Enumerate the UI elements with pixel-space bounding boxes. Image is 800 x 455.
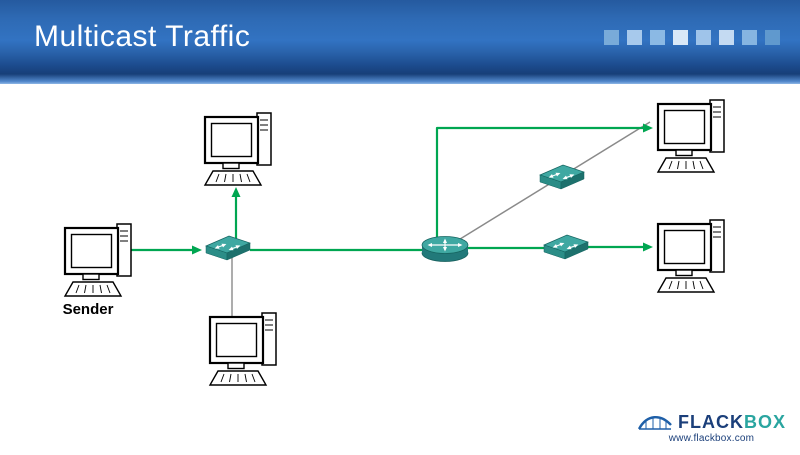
website-text: www.flackbox.com [668, 433, 755, 444]
left-switch-icon [206, 236, 250, 260]
decor-square [673, 30, 688, 45]
network-diagram: Sender [63, 98, 726, 387]
decor-square [604, 30, 619, 45]
diagram-area: Sender FLACKBOX www.flackbox.com [0, 84, 800, 450]
top-receiver-computer-icon [203, 111, 273, 187]
page-title: Multicast Traffic [34, 20, 251, 53]
brand-box: BOX [743, 412, 786, 432]
midright-receiver-computer-icon [656, 218, 726, 294]
brand-flack: FLACK [677, 412, 744, 432]
sender-label: Sender [63, 301, 114, 318]
topright-receiver-computer-icon [656, 98, 726, 174]
header-banner: Multicast Traffic [0, 0, 800, 84]
decor-square [719, 30, 734, 45]
router-icon [422, 237, 468, 262]
decor-square [696, 30, 711, 45]
flackbox-logo-row: FLACKBOX [637, 412, 786, 432]
flackbox-logo: FLACKBOX www.flackbox.com [637, 412, 786, 444]
brand-text: FLACKBOX [678, 413, 786, 431]
decor-square [765, 30, 780, 45]
decor-square [742, 30, 757, 45]
decor-square [650, 30, 665, 45]
decor-square [627, 30, 642, 45]
sender-computer-icon [63, 222, 133, 298]
multicast-arrow-router-to-topright-receiver [435, 123, 653, 242]
lower-right-switch-icon [544, 235, 588, 259]
bridge-icon [637, 416, 672, 430]
bottom-receiver-computer-icon [208, 311, 278, 387]
header-decor-squares [604, 30, 780, 45]
